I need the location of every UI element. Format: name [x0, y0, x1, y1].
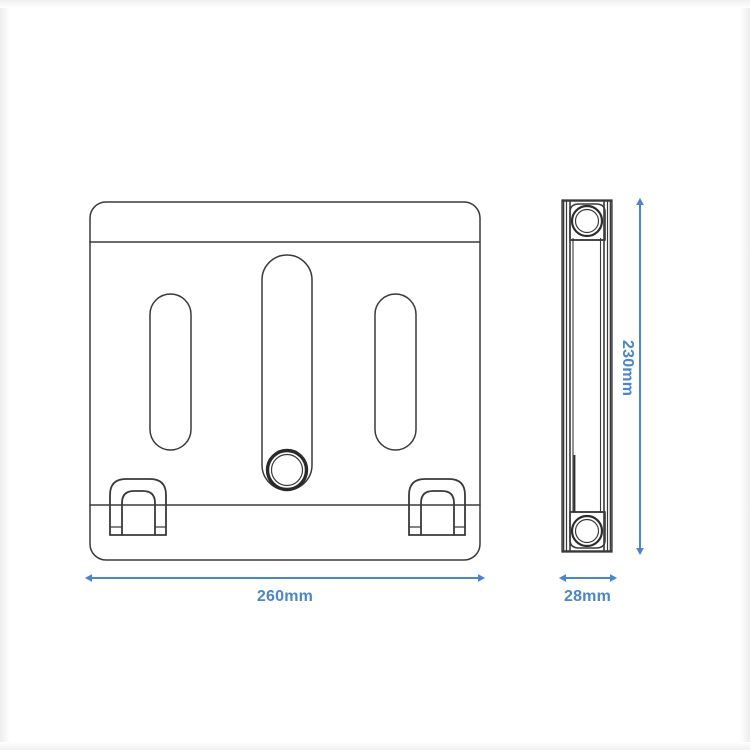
side-view-outer-shell	[561, 199, 613, 553]
dimension-lines	[84, 197, 644, 582]
width-dimension-label: 260mm	[256, 588, 314, 605]
side-view-bottom-hinge-frame	[569, 511, 606, 549]
support-hook-right	[408, 478, 466, 536]
depth-dimension-label: 28mm	[563, 588, 612, 605]
side-view-top-hinge	[562, 200, 612, 241]
side-view-top-hinge-frame	[569, 203, 606, 241]
support-hook-right-outer	[408, 478, 466, 536]
bottom-hinge-roller-outer	[570, 514, 604, 548]
side-view	[561, 199, 613, 553]
bottom-hinge-roller-inner	[574, 518, 600, 544]
top-hinge-roller-outer	[570, 204, 604, 238]
vent-slot-left	[149, 293, 192, 451]
top-hinge-roller-inner	[574, 208, 600, 234]
height-dimension-label: 230mm	[619, 340, 636, 397]
support-hook-right-inner	[420, 490, 455, 536]
center-pivot-ring-inner	[270, 453, 304, 487]
center-pivot-ring	[265, 448, 309, 492]
support-hook-left-inner	[121, 490, 156, 536]
front-view-body-outline	[89, 201, 481, 561]
side-view-bottom-hinge	[562, 511, 612, 552]
support-hook-left-outer	[109, 478, 167, 536]
support-hook-left	[109, 478, 167, 536]
front-view	[89, 201, 481, 561]
vent-slot-right	[374, 293, 417, 451]
